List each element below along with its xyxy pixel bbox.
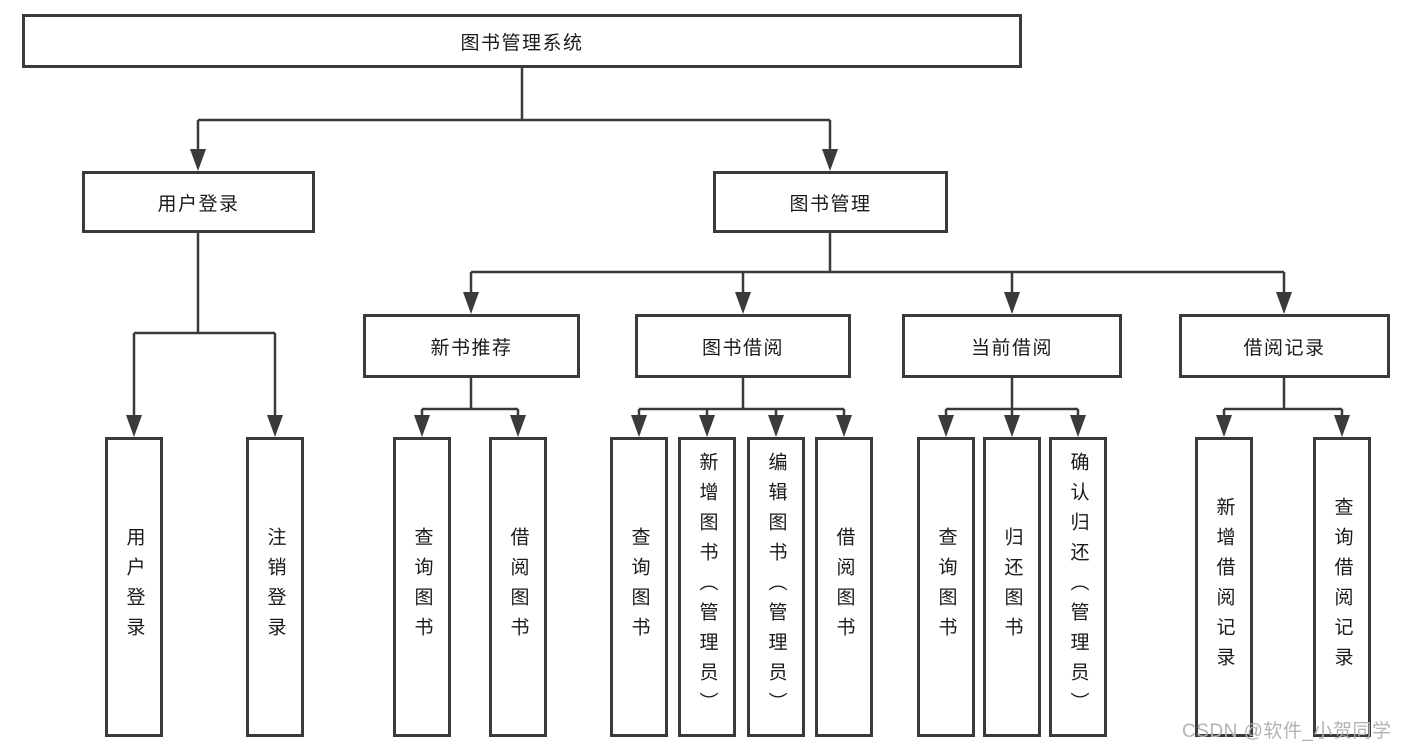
leaf-user-login: 用户登录 — [105, 437, 163, 737]
leaf-label: 新增图书（管理员） — [696, 452, 718, 722]
leaf-label: 查询图书 — [628, 527, 650, 647]
arrow-down-icon — [1216, 415, 1232, 437]
arrow-down-icon — [126, 415, 142, 437]
arrow-down-icon — [1334, 415, 1350, 437]
node-library-management-system: 图书管理系统 — [22, 14, 1022, 68]
node-user-login: 用户登录 — [82, 171, 315, 233]
leaf-label: 查询图书 — [935, 527, 957, 647]
arrow-down-icon — [190, 149, 206, 171]
arrow-down-icon — [631, 415, 647, 437]
leaf-label: 确认归还（管理员） — [1067, 452, 1089, 722]
arrow-down-icon — [768, 415, 784, 437]
connector-current-to-leaves — [944, 378, 1080, 416]
leaf-query-books-current: 查询图书 — [917, 437, 975, 737]
node-book-borrowing: 图书借阅 — [635, 314, 851, 378]
connector-book-mgmt-to-level3 — [469, 233, 1286, 293]
node-book-management: 图书管理 — [713, 171, 948, 233]
arrow-down-icon — [1276, 292, 1292, 314]
leaf-borrow-books: 借阅图书 — [815, 437, 873, 737]
arrow-down-icon — [822, 149, 838, 171]
leaf-label: 归还图书 — [1001, 527, 1023, 647]
arrow-down-icon — [1004, 292, 1020, 314]
connector-records-to-leaves — [1222, 378, 1344, 416]
node-current-borrowing: 当前借阅 — [902, 314, 1122, 378]
node-new-book-recommendation: 新书推荐 — [363, 314, 580, 378]
leaf-label: 注销登录 — [264, 527, 286, 647]
leaf-confirm-return-admin: 确认归还（管理员） — [1049, 437, 1107, 737]
arrow-down-icon — [1004, 415, 1020, 437]
arrow-down-icon — [414, 415, 430, 437]
leaf-label: 用户登录 — [123, 527, 145, 647]
arrow-down-icon — [699, 415, 715, 437]
arrow-down-icon — [463, 292, 479, 314]
leaf-borrow-books-recommend: 借阅图书 — [489, 437, 547, 737]
leaf-query-borrow-record: 查询借阅记录 — [1313, 437, 1371, 737]
leaf-label: 借阅图书 — [833, 527, 855, 647]
leaf-label: 查询图书 — [411, 527, 433, 647]
arrowheads — [126, 149, 1350, 437]
connector-root-to-level2 — [196, 68, 832, 150]
leaf-add-book-admin: 新增图书（管理员） — [678, 437, 736, 737]
node-borrowing-records: 借阅记录 — [1179, 314, 1390, 378]
leaf-add-borrow-record: 新增借阅记录 — [1195, 437, 1253, 737]
leaf-query-books-recommend: 查询图书 — [393, 437, 451, 737]
arrow-down-icon — [1070, 415, 1086, 437]
connector-new-books-to-leaves — [420, 378, 520, 416]
arrow-down-icon — [267, 415, 283, 437]
arrow-down-icon — [938, 415, 954, 437]
arrow-down-icon — [510, 415, 526, 437]
leaf-label: 编辑图书（管理员） — [765, 452, 787, 722]
connector-borrowing-to-leaves — [637, 378, 846, 416]
leaf-label: 借阅图书 — [507, 527, 529, 647]
leaf-label: 新增借阅记录 — [1213, 497, 1235, 677]
arrow-down-icon — [735, 292, 751, 314]
leaf-return-book: 归还图书 — [983, 437, 1041, 737]
arrow-down-icon — [836, 415, 852, 437]
leaf-edit-book-admin: 编辑图书（管理员） — [747, 437, 805, 737]
csdn-watermark: CSDN @软件_小贺同学 — [1182, 721, 1392, 742]
leaf-query-books-borrowing: 查询图书 — [610, 437, 668, 737]
leaf-logout: 注销登录 — [246, 437, 304, 737]
connector-user-login-to-leaves — [132, 233, 277, 416]
leaf-label: 查询借阅记录 — [1331, 497, 1353, 677]
